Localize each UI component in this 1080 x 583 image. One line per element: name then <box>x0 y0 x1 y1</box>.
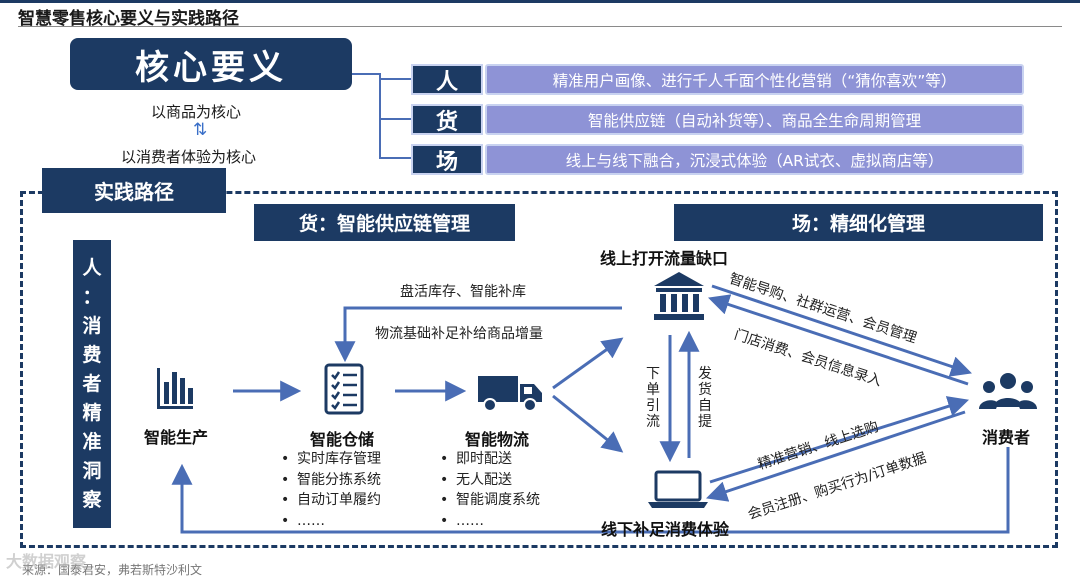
truck-icon <box>478 376 542 412</box>
bullet-item: 智能分拣系统 <box>281 470 381 491</box>
arrow-logistics-online <box>552 337 624 390</box>
bullet-item: 自动订单履约 <box>281 490 381 511</box>
vchar: 货 <box>698 382 712 398</box>
watermark: 大数据观察 <box>6 552 87 571</box>
node-online: 线上打开流量缺口 <box>600 249 729 268</box>
vchar: 下 <box>646 366 660 382</box>
bar-chart-icon <box>157 368 193 409</box>
source-note: 来源：国泰君安，弗若斯特沙利文 <box>22 563 203 577</box>
bullet-item: …… <box>440 511 540 532</box>
practice-frame <box>20 191 1058 548</box>
laptop-icon <box>648 470 708 508</box>
pillar-key-venue: 场 <box>411 144 483 175</box>
bullet-item: 无人配送 <box>440 470 540 491</box>
page-title: 智慧零售核心要义与实践路径 <box>18 9 239 29</box>
warehouse-bullets: 实时库存管理 智能分拣系统 自动订单履约 …… <box>281 449 381 531</box>
bullet-item: 智能调度系统 <box>440 490 540 511</box>
person-char: 者 <box>82 372 102 395</box>
label-inventory-replenish: 盘活库存、智能补库 <box>400 284 526 300</box>
pillar-key-goods: 货 <box>411 104 483 135</box>
arrow-consumer-online <box>708 294 969 386</box>
node-offline: 线下补足消费体验 <box>601 520 730 539</box>
pillar-goods: 货 智能供应链（自动补货等）、商品全生命周期管理 <box>411 104 1024 135</box>
pillar-text-venue: 线上与线下融合，沉浸式体验（AR试衣、虚拟商店等） <box>485 144 1024 175</box>
person-char: 准 <box>82 430 102 453</box>
bank-building-icon <box>654 272 704 320</box>
vchar: 提 <box>698 414 712 430</box>
swap-arrows-icon: ⇅ <box>193 120 208 140</box>
arrow-online-warehouse <box>334 306 622 363</box>
label-logistics-increment: 物流基础补足补给商品增量 <box>375 326 543 342</box>
practice-tab: 实践路径 <box>42 168 226 213</box>
vchar: 流 <box>646 414 660 430</box>
vchar: 引 <box>646 398 660 414</box>
vchar: 自 <box>698 398 712 414</box>
person-char: ： <box>82 285 102 308</box>
pillar-text-goods: 智能供应链（自动补货等）、商品全生命周期管理 <box>485 104 1024 135</box>
person-char: 精 <box>82 401 102 424</box>
node-logistics: 智能物流 <box>465 430 530 449</box>
label-ship-lift: 发 货 自 提 <box>697 366 713 430</box>
pillar-key-person: 人 <box>411 64 483 95</box>
arrow-logistics-offline <box>552 394 624 453</box>
bullet-item: 实时库存管理 <box>281 449 381 470</box>
arrow-consumer-offline <box>706 410 966 502</box>
core-line-experience: 以消费者体验为核心 <box>121 148 257 166</box>
bullet-item: …… <box>281 511 381 532</box>
person-char: 费 <box>82 343 102 366</box>
title-underline <box>18 26 1062 27</box>
pillar-person: 人 精准用户画像、进行千人千面个性化营销（“猜你喜欢”等） <box>411 64 1024 95</box>
checklist-icon <box>324 363 364 415</box>
arrow-consumer-production <box>171 447 1010 534</box>
vchar: 单 <box>646 382 660 398</box>
person-char: 人 <box>82 256 102 279</box>
venue-section-header: 场：精细化管理 <box>674 204 1043 241</box>
person-char: 消 <box>82 314 102 337</box>
top-rule <box>0 0 1080 3</box>
pillar-venue: 场 线上与线下融合，沉浸式体验（AR试衣、虚拟商店等） <box>411 144 1024 175</box>
node-consumer: 消费者 <box>982 428 1031 447</box>
core-heading: 核心要义 <box>70 38 352 90</box>
person-column: 人 ： 消 费 者 精 准 洞 察 <box>73 240 111 528</box>
person-char: 洞 <box>82 459 102 482</box>
logistics-bullets: 即时配送 无人配送 智能调度系统 …… <box>440 449 540 531</box>
bullet-item: 即时配送 <box>440 449 540 470</box>
core-line-goods: 以商品为核心 <box>151 103 242 121</box>
arrow-offline-consumer <box>709 396 970 484</box>
people-group-icon <box>979 373 1037 409</box>
label-order-lead: 下 单 引 流 <box>645 366 661 430</box>
arrow-online-consumer <box>711 284 972 377</box>
node-production: 智能生产 <box>144 428 209 447</box>
pillar-text-person: 精准用户画像、进行千人千面个性化营销（“猜你喜欢”等） <box>485 64 1024 95</box>
core-bracket <box>352 73 412 159</box>
vchar: 发 <box>698 366 712 382</box>
node-warehouse: 智能仓储 <box>310 430 375 449</box>
goods-section-header: 货：智能供应链管理 <box>254 204 515 241</box>
person-char: 察 <box>82 488 102 511</box>
